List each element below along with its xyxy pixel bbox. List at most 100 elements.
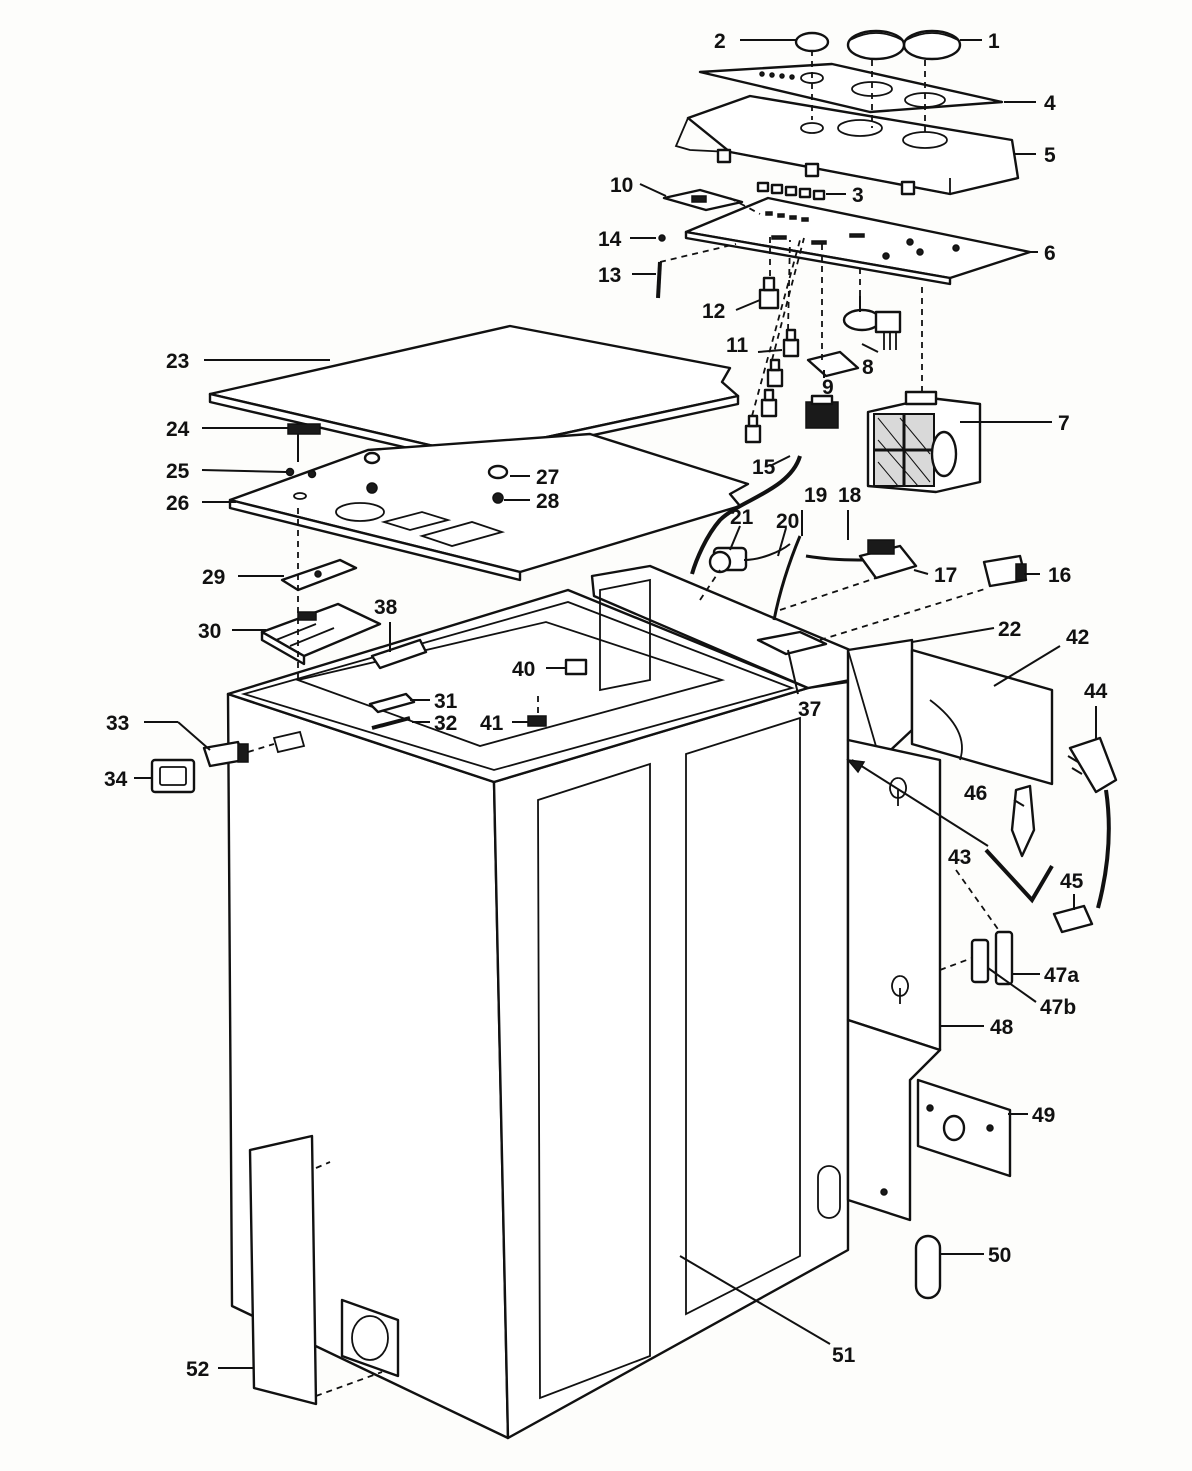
slot-mark (272, 730, 306, 754)
leader-lines (134, 39, 1097, 1369)
callout-8: 8 (862, 356, 874, 379)
bezel-34 (150, 758, 196, 794)
screws-25 (285, 467, 317, 479)
strip-47a (994, 930, 1014, 986)
callout-27: 27 (536, 466, 559, 489)
callout-23: 23 (166, 350, 189, 373)
top-cover-26 (228, 432, 750, 582)
wire-18 (805, 554, 867, 562)
back-panel-48 (846, 738, 942, 1052)
callout-16: 16 (1048, 564, 1071, 587)
callout-30: 30 (198, 620, 221, 643)
selector-8 (842, 296, 902, 350)
knob-middle (846, 29, 906, 61)
plate-49 (916, 1078, 1012, 1178)
callout-15: 15 (752, 456, 776, 479)
bracket-37 (756, 630, 828, 656)
latch-plate-29 (280, 558, 358, 592)
callout-51: 51 (832, 1344, 856, 1367)
callout-9: 9 (822, 376, 834, 399)
duct-22 (846, 638, 914, 762)
assembly-lines (247, 50, 1001, 1397)
callout-1: 1 (988, 30, 1000, 53)
callout-38: 38 (374, 596, 398, 619)
circuit-board-6 (684, 196, 1032, 286)
spring-32 (371, 716, 411, 730)
bracket-10 (662, 188, 744, 212)
callout-49: 49 (1032, 1104, 1055, 1127)
callout-5: 5 (1044, 144, 1056, 167)
callout-19: 19 (804, 484, 827, 507)
switch-33 (202, 740, 249, 768)
power-plug-44 (1067, 736, 1118, 909)
callout-3: 3 (852, 184, 864, 207)
callout-4: 4 (1044, 92, 1056, 115)
strip-47b (970, 938, 990, 984)
callout-17: 17 (934, 564, 957, 587)
callout-10: 10 (610, 174, 633, 197)
arrow-line (851, 759, 989, 847)
cover-52 (248, 1134, 318, 1406)
switch-set-11 (744, 328, 800, 444)
knob-1 (902, 29, 962, 61)
callout-18: 18 (838, 484, 862, 507)
callout-37: 37 (798, 698, 821, 721)
hinge-24 (287, 423, 321, 462)
rear-panel-42 (910, 648, 1054, 786)
switch-12 (758, 276, 780, 310)
callout-2: 2 (714, 30, 726, 53)
washer-28 (366, 482, 504, 504)
callout-29: 29 (202, 566, 225, 589)
callout-42: 42 (1066, 626, 1089, 649)
callout-12: 12 (702, 300, 725, 323)
callout-44: 44 (1084, 680, 1108, 703)
callout-28: 28 (536, 490, 560, 513)
control-housing-5 (674, 94, 1020, 196)
clip-40 (564, 658, 588, 676)
clip-41 (527, 715, 547, 727)
callout-14: 14 (598, 228, 622, 251)
latch-30 (260, 602, 382, 666)
callout-21: 21 (730, 506, 754, 529)
callout-43: 43 (948, 846, 971, 869)
callout-32: 32 (434, 712, 457, 735)
sensor-21 (708, 546, 748, 574)
capacitor-16 (982, 554, 1028, 588)
callout-6: 6 (1044, 242, 1056, 265)
pin-13 (656, 261, 662, 299)
callout-labels: 1 2 3 4 5 6 7 8 9 10 11 12 13 14 15 16 1… (104, 30, 1108, 1381)
lower-panel (846, 1018, 942, 1222)
callout-47b: 47b (1040, 996, 1076, 1019)
callout-24: 24 (166, 418, 190, 441)
cap-27 (363, 451, 509, 480)
button-strip-3 (756, 181, 826, 201)
callout-7: 7 (1058, 412, 1070, 435)
handle-46 (1010, 784, 1036, 858)
callout-33: 33 (106, 712, 129, 735)
arrow-head (846, 759, 866, 774)
bracket-38 (370, 638, 428, 670)
callout-11: 11 (726, 334, 749, 357)
callout-52: 52 (186, 1358, 209, 1381)
callout-25: 25 (166, 460, 190, 483)
callout-48: 48 (990, 1016, 1014, 1039)
suppressor-17 (858, 539, 918, 580)
callout-50: 50 (988, 1244, 1011, 1267)
catch-31 (368, 692, 416, 714)
rod-43 (984, 848, 1054, 904)
callout-26: 26 (166, 492, 189, 515)
knob-2 (794, 31, 830, 53)
callout-31: 31 (434, 690, 458, 713)
callout-13: 13 (598, 264, 621, 287)
callout-22: 22 (998, 618, 1021, 641)
callout-41: 41 (480, 712, 504, 735)
wire-20 (743, 543, 791, 561)
callout-47a: 47a (1044, 964, 1079, 987)
bracket-9 (805, 350, 860, 429)
callout-40: 40 (512, 658, 535, 681)
callout-34: 34 (104, 768, 128, 791)
wire-19 (772, 535, 802, 621)
cover-50 (914, 1234, 942, 1300)
